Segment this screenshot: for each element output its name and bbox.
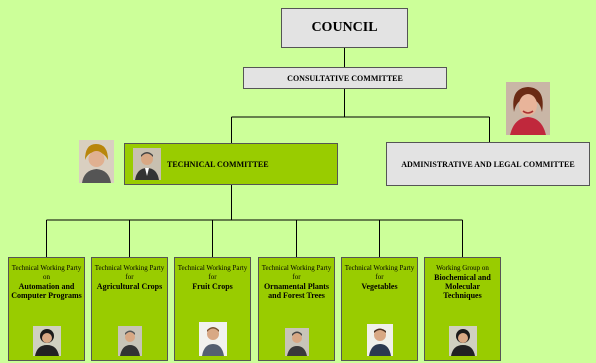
working-party-agricultural-crops: Technical Working Party for Agricultural… <box>91 257 168 361</box>
working-party-automation: Technical Working Party on Automation an… <box>8 257 85 361</box>
working-party-fruit-crops: Technical Working Party for Fruit Crops <box>174 257 251 361</box>
technical-committee-node: TECHNICAL COMMITTEE <box>124 143 338 185</box>
working-party-prefix: Technical Working Party for <box>344 264 415 281</box>
administrative-legal-committee-node: ADMINISTRATIVE AND LEGAL COMMITTEE <box>386 142 590 186</box>
person-photo-icon <box>133 148 161 180</box>
person-photo-icon <box>284 328 309 356</box>
working-party-prefix: Technical Working Party on <box>11 264 82 281</box>
person-photo-icon <box>366 324 393 356</box>
technical-committee-label: TECHNICAL COMMITTEE <box>167 159 269 169</box>
working-party-name: Automation and Computer Programs <box>11 282 82 300</box>
council-node: COUNCIL <box>281 8 408 48</box>
person-photo-icon <box>79 140 114 183</box>
working-group-biochemical: Working Group on Biochemical and Molecul… <box>424 257 501 361</box>
working-party-name: Vegetables <box>361 282 398 291</box>
working-party-ornamental-plants: Technical Working Party for Ornamental P… <box>258 257 335 361</box>
working-party-name: Biochemical and Molecular Techniques <box>434 273 491 300</box>
working-party-name: Agricultural Crops <box>96 282 163 291</box>
consultative-committee-label: CONSULTATIVE COMMITTEE <box>287 73 403 83</box>
administrative-legal-committee-label: ADMINISTRATIVE AND LEGAL COMMITTEE <box>401 159 575 169</box>
person-photo-icon <box>32 326 61 356</box>
working-party-prefix: Technical Working Party for <box>94 264 165 281</box>
person-photo-icon <box>117 326 142 356</box>
person-photo-icon <box>506 82 550 135</box>
person-photo-icon <box>448 326 477 356</box>
working-party-vegetables: Technical Working Party for Vegetables <box>341 257 418 361</box>
working-party-prefix: Technical Working Party for <box>177 264 248 281</box>
working-party-prefix: Technical Working Party for <box>261 264 332 281</box>
working-party-prefix: Working Group on <box>436 264 489 272</box>
person-photo-icon <box>198 322 227 356</box>
working-party-name: Fruit Crops <box>192 282 233 291</box>
council-label: COUNCIL <box>311 20 378 35</box>
consultative-committee-node: CONSULTATIVE COMMITTEE <box>243 67 447 89</box>
working-party-name: Ornamental Plants and Forest Trees <box>263 282 330 300</box>
